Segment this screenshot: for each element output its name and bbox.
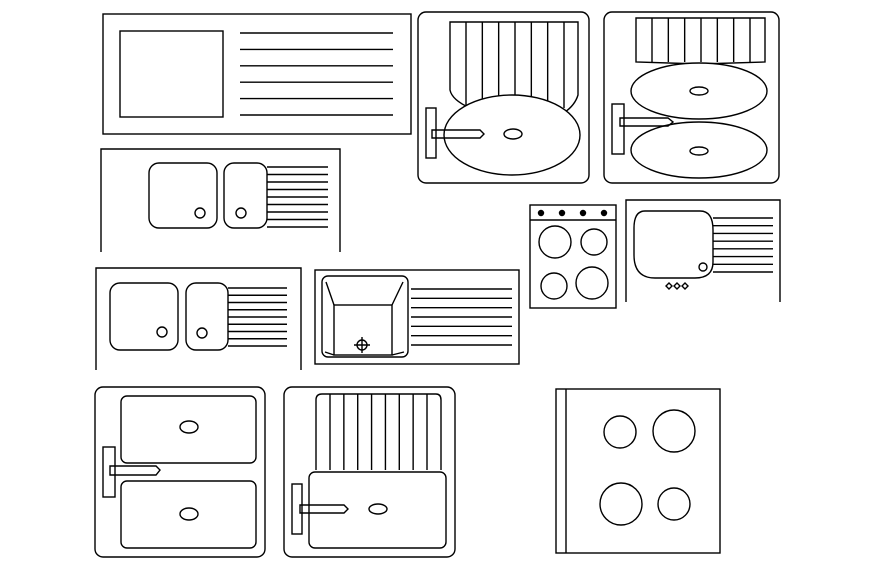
hob-knob-icon	[600, 209, 608, 217]
hob-four-burner-small	[529, 204, 617, 309]
sink-round-bowl-slatted	[417, 11, 590, 184]
sink-double-drainboard-2	[95, 267, 302, 370]
sink-double-rect-tap	[94, 386, 266, 558]
hob-knob-icon	[579, 209, 587, 217]
sink-double-drainboard	[100, 148, 341, 252]
sink-single-drainboard-round	[625, 199, 781, 302]
hob-knob-icon	[558, 209, 566, 217]
control-diamond-icon	[673, 282, 681, 290]
sink-drainboard-single	[102, 13, 412, 135]
control-diamond-icon	[681, 282, 689, 290]
hob-four-burner-large	[555, 388, 721, 554]
control-diamond-icon	[665, 282, 673, 290]
hob-knob-icon	[537, 209, 545, 217]
sink-rect-slatted-tap	[283, 386, 456, 558]
sink-square-drainboard	[314, 269, 520, 365]
sink-double-oval-slatted	[603, 11, 780, 184]
